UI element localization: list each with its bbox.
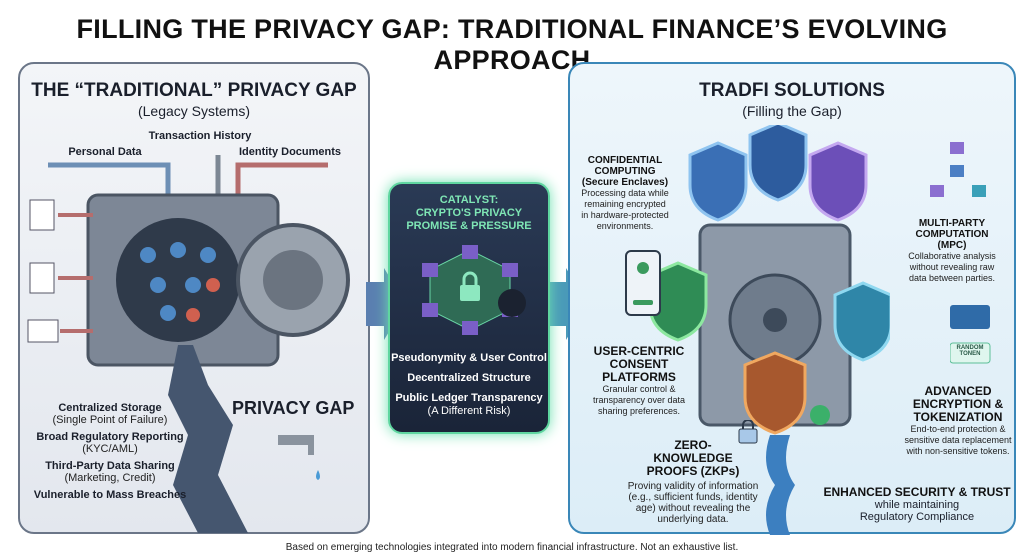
solution-subtitle: (Secure Enclaves) bbox=[581, 177, 669, 188]
solution-title: MULTI-PARTY COMPUTATION bbox=[915, 218, 989, 240]
right-subheading: (Filling the Gap) bbox=[742, 103, 842, 119]
solution-subtitle: (MPC) bbox=[937, 240, 967, 251]
footer-note: Based on emerging technologies integrate… bbox=[285, 542, 739, 553]
catalyst-point: Pseudonymity & User Control bbox=[391, 352, 547, 364]
solution-title: USER-CENTRIC CONSENT PLATFORMS bbox=[593, 344, 685, 384]
solution-confidential-computing: CONFIDENTIAL COMPUTING (Secure Enclaves)… bbox=[580, 155, 670, 232]
solution-encryption-tokenization: ADVANCED ENCRYPTION & TOKENIZATION End-t… bbox=[900, 385, 1016, 457]
issue-list: Centralized Storage (Single Point of Fai… bbox=[20, 402, 200, 502]
issue-title: Broad Regulatory Reporting bbox=[36, 431, 184, 443]
outcome-line: while maintaining bbox=[874, 499, 960, 511]
solution-zkp: ZERO-KNOWLEDGE PROOFS (ZKPs) Proving val… bbox=[618, 438, 768, 526]
outcome-block: ENHANCED SECURITY & TRUST while maintain… bbox=[822, 485, 1012, 524]
catalyst-point: Decentralized Structure bbox=[407, 372, 531, 384]
catalyst-note: (A Different Risk) bbox=[427, 405, 511, 417]
left-heading: THE “TRADITIONAL” PRIVACY GAP bbox=[31, 80, 357, 101]
catalyst-point: Public Ledger Transparency bbox=[395, 392, 543, 404]
issue-detail: (Single Point of Failure) bbox=[52, 414, 168, 426]
issue-detail: (Marketing, Credit) bbox=[64, 472, 156, 484]
tokenization-card-icon bbox=[950, 305, 991, 364]
issue-title: Third-Party Data Sharing bbox=[45, 460, 175, 472]
solution-title: ADVANCED ENCRYPTION & TOKENIZATION bbox=[912, 384, 1004, 424]
catalyst-heading-line: PROMISE & PRESSURE bbox=[406, 220, 532, 232]
catalyst-heading-line: CATALYST: bbox=[439, 194, 499, 206]
input-identity-documents: Identity Documents bbox=[238, 146, 342, 158]
arrow-right-icon bbox=[366, 268, 406, 340]
left-subheading: (Legacy Systems) bbox=[137, 103, 251, 119]
random-token-label: RANDOM TONEN bbox=[956, 345, 984, 357]
catalyst-points: Pseudonymity & User Control Decentralize… bbox=[388, 352, 550, 418]
issue-detail: (KYC/AML) bbox=[82, 443, 138, 455]
privacy-gap-label: PRIVACY GAP bbox=[232, 398, 355, 418]
solution-mpc: MULTI-PARTY COMPUTATION (MPC) Collaborat… bbox=[886, 218, 1018, 284]
solution-desc: Processing data while remaining encrypte… bbox=[581, 188, 669, 231]
mpc-locks-icon bbox=[930, 142, 986, 197]
page-title: FILLING THE PRIVACY GAP: TRADITIONAL FIN… bbox=[76, 14, 948, 75]
issue-title: Vulnerable to Mass Breaches bbox=[33, 489, 187, 501]
phone-consent-icon bbox=[625, 250, 661, 316]
right-heading: TRADFI SOLUTIONS bbox=[699, 80, 885, 101]
catalyst-heading: CATALYST: CRYPTO'S PRIVACY PROMISE & PRE… bbox=[388, 194, 550, 233]
outcome-title: ENHANCED SECURITY & TRUST bbox=[823, 485, 1011, 499]
solution-desc: Granular control & transparency over dat… bbox=[592, 384, 686, 416]
solution-title: ZERO-KNOWLEDGE PROOFS (ZKPs) bbox=[646, 438, 740, 478]
lock-icon bbox=[738, 420, 758, 444]
secure-vault-illustration bbox=[648, 125, 890, 535]
vault-crack-illustration bbox=[27, 155, 350, 533]
solution-user-consent: USER-CENTRIC CONSENT PLATFORMS Granular … bbox=[574, 345, 704, 417]
input-personal-data: Personal Data bbox=[68, 146, 142, 158]
catalyst-heading-line: CRYPTO'S PRIVACY bbox=[415, 207, 523, 219]
input-transaction-history: Transaction History bbox=[148, 130, 252, 142]
solution-desc: Proving validity of information (e.g., s… bbox=[627, 481, 759, 525]
solution-desc: End-to-end protection & sensitive data r… bbox=[904, 424, 1012, 456]
solution-title: CONFIDENTIAL COMPUTING bbox=[587, 155, 663, 177]
blockchain-lock-icon bbox=[422, 245, 526, 335]
issue-title: Centralized Storage bbox=[58, 402, 162, 414]
outcome-line: Regulatory Compliance bbox=[859, 511, 975, 523]
solution-desc: Collaborative analysis without revealing… bbox=[908, 251, 996, 283]
